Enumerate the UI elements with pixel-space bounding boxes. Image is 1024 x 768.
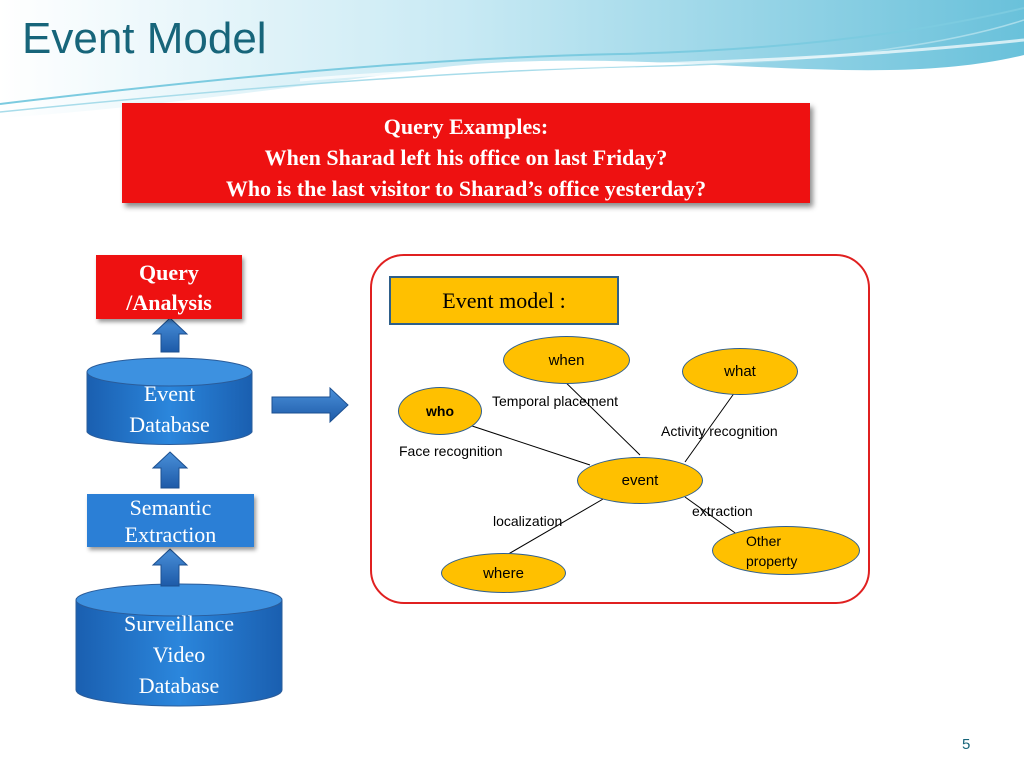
right-arrow-icon bbox=[271, 386, 349, 424]
event-database-cylinder bbox=[86, 357, 253, 445]
node-what: what bbox=[682, 348, 798, 395]
label-activity-recognition: Activity recognition bbox=[661, 423, 778, 439]
surveillance-line1: Surveillance bbox=[124, 611, 234, 636]
label-extraction: extraction bbox=[692, 503, 753, 519]
edge-what-event bbox=[684, 384, 741, 463]
up-arrow-icon bbox=[151, 451, 189, 489]
node-other-property: Other property bbox=[712, 526, 860, 575]
node-other-line2: property bbox=[746, 552, 798, 569]
up-arrow-icon bbox=[151, 548, 189, 587]
event-model-header: Event model : bbox=[389, 276, 619, 325]
query-analysis-line2: /Analysis bbox=[126, 290, 212, 315]
semantic-extraction-line2: Extraction bbox=[124, 522, 217, 547]
query-example-2: Who is the last visitor to Sharad’s offi… bbox=[225, 176, 707, 201]
edge-other-event bbox=[684, 496, 739, 536]
node-who: who bbox=[398, 387, 482, 435]
page-number: 5 bbox=[962, 736, 971, 753]
slide-title: Event Model bbox=[22, 14, 267, 63]
surveillance-line2: Video bbox=[152, 642, 206, 667]
edge-who-event bbox=[459, 421, 591, 466]
node-event: event bbox=[577, 457, 703, 504]
query-examples-box: Query Examples: When Sharad left his off… bbox=[122, 103, 810, 203]
node-where: where bbox=[441, 553, 566, 593]
semantic-extraction-box: Semantic Extraction bbox=[87, 494, 254, 547]
label-face-recognition: Face recognition bbox=[399, 443, 503, 459]
edge-where-event bbox=[504, 494, 611, 557]
query-examples-heading: Query Examples: bbox=[383, 114, 549, 139]
edge-when-event bbox=[554, 371, 641, 456]
surveillance-database-cylinder bbox=[75, 583, 283, 707]
surveillance-line3: Database bbox=[138, 673, 220, 698]
node-other-line1: Other bbox=[746, 532, 782, 549]
node-when: when bbox=[503, 336, 630, 384]
event-database-line1: Event bbox=[143, 381, 196, 406]
background-waves bbox=[0, 0, 1024, 118]
query-example-1: When Sharad left his office on last Frid… bbox=[264, 145, 668, 170]
semantic-extraction-line1: Semantic bbox=[129, 495, 212, 520]
surveillance-database-label: Surveillance Video Database bbox=[76, 608, 282, 701]
label-temporal-placement: Temporal placement bbox=[492, 393, 619, 409]
label-localization: localization bbox=[493, 513, 563, 529]
up-arrow-icon bbox=[151, 317, 189, 353]
event-database-line2: Database bbox=[129, 412, 210, 437]
query-analysis-line1: Query bbox=[139, 260, 199, 285]
query-analysis-box: Query /Analysis bbox=[96, 255, 242, 319]
event-database-label: Event Database bbox=[87, 378, 252, 440]
